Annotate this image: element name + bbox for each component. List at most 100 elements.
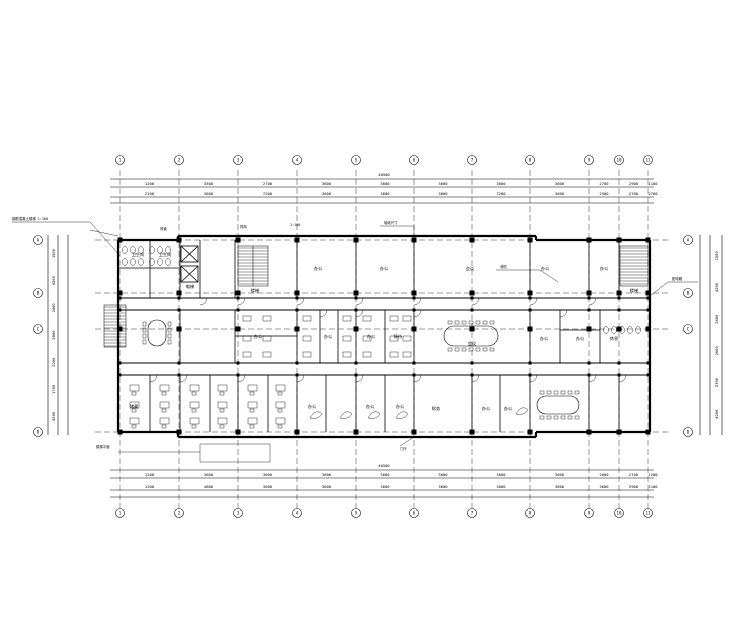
dimension-text: 1500	[714, 251, 719, 261]
dimension-text: 3600	[263, 484, 273, 489]
dimension-text: 2100	[145, 191, 155, 196]
axis-bubble: 6	[409, 508, 419, 518]
dimension-text: 3600	[438, 191, 448, 196]
room-label: 会议	[468, 340, 477, 347]
dimension-text: 3600	[555, 181, 565, 186]
axis-bubble: C	[33, 324, 43, 334]
axis-label: D	[687, 430, 690, 435]
axis-bubble: 5	[351, 508, 361, 518]
axis-label: 2	[178, 511, 181, 516]
dimension-text: 1200	[145, 472, 155, 477]
dimension-text: 2500	[599, 191, 609, 196]
dimension-text: 7200	[496, 191, 506, 196]
dimension-text: 3600	[380, 191, 390, 196]
room-label: 会议	[466, 265, 475, 272]
room-label: 卫生间	[132, 251, 145, 258]
axis-label: 8	[529, 158, 532, 163]
dimension-text: 3600	[380, 181, 390, 186]
dimension-text: 3600	[322, 191, 332, 196]
axis-bubble: B	[33, 288, 43, 298]
axis-label: 1	[119, 158, 122, 163]
dimension-text: 3600	[496, 181, 506, 186]
room-label: 办公	[308, 403, 317, 410]
dimension-text: 1500	[51, 248, 56, 258]
axis-label: 10	[616, 511, 622, 516]
axis-label: 9	[588, 511, 591, 516]
dimension-text: 1100	[648, 484, 658, 489]
axis-label: 9	[588, 158, 591, 163]
axis-label: C	[687, 327, 690, 332]
dimension-text: 3600	[322, 472, 332, 477]
axis-bubble: 4	[292, 508, 302, 518]
axis-bubble: C	[683, 324, 693, 334]
dimension-text: 4200	[714, 282, 719, 292]
axis-label: D	[37, 430, 40, 435]
axis-bubble: 8	[525, 155, 535, 165]
dimension-text: 3600	[380, 472, 390, 477]
room-label: 办公	[396, 403, 405, 410]
dimension-text: 3600	[263, 472, 273, 477]
axis-label: 7	[471, 158, 474, 163]
dimension-text: 7200	[263, 191, 273, 196]
room-label: 办公	[324, 333, 333, 340]
dimension-text: 3500	[204, 181, 214, 186]
axis-label: 6	[413, 158, 416, 163]
annotation-note: 风管	[160, 226, 167, 231]
axis-bubble: A	[33, 235, 43, 245]
dimension-text: 2900	[629, 484, 639, 489]
axis-label: A	[687, 238, 690, 243]
axis-label: 2	[178, 158, 181, 163]
room-label: 办公	[367, 333, 376, 340]
axis-bubble: 5	[351, 155, 361, 165]
dimension-text: 4200	[51, 275, 56, 285]
axis-label: 7	[471, 511, 474, 516]
dimension-text: 3600	[204, 191, 214, 196]
dimension-text: 1200	[145, 484, 155, 489]
axis-bubble: B	[683, 288, 693, 298]
dimension-text: 1200	[648, 472, 658, 477]
dimension-text: 4800	[204, 484, 214, 489]
dimension-text: 2200	[51, 357, 56, 367]
axis-label: 6	[413, 511, 416, 516]
axis-bubble: 7	[467, 508, 477, 518]
axis-bubble: A	[683, 235, 693, 245]
dimension-text: 2700	[648, 191, 658, 196]
room-label: 办公	[482, 405, 491, 412]
axis-bubble: 10	[614, 508, 624, 518]
axis-label: B	[687, 291, 690, 296]
axis-label: 10	[616, 158, 622, 163]
dimension-text: 1200	[145, 181, 155, 186]
axis-bubble: 6	[409, 155, 419, 165]
axis-label: 1	[119, 511, 122, 516]
axis-label: 11	[645, 158, 651, 163]
dimension-text: 1700	[51, 384, 56, 394]
room-label: 楼梯	[630, 287, 638, 294]
axis-bubble: 9	[584, 155, 594, 165]
axis-bubble: 7	[467, 155, 477, 165]
axis-bubble: 3	[233, 155, 243, 165]
dimension-text: 2400	[714, 314, 719, 324]
dimension-text: 3600	[496, 484, 506, 489]
dimension-text: 3600	[438, 181, 448, 186]
dimension-text: 3600	[496, 472, 506, 477]
room-label: 卫生间	[159, 251, 172, 258]
room-label: 办公	[576, 335, 585, 342]
axis-label: 5	[355, 158, 358, 163]
dimension-text: 2700	[599, 181, 609, 186]
room-label: 财务	[432, 405, 441, 412]
dimension-text: 2700	[263, 181, 273, 186]
axis-bubble: 1	[115, 155, 125, 165]
dimension-text: 2600	[599, 472, 609, 477]
room-label: 办公	[504, 405, 513, 412]
room-label: 储藏	[130, 403, 139, 410]
dimension-text: 3600	[322, 181, 332, 186]
room-label: 楼梯	[251, 287, 259, 294]
annotation-note: 排风	[240, 224, 247, 229]
annotation-note: 钢筋混凝土楼梯 1:100	[12, 216, 48, 221]
room-label: 办公	[541, 265, 550, 272]
axis-bubble: 3	[233, 508, 243, 518]
dimension-text: 2700	[629, 191, 639, 196]
axis-bubble: 11	[643, 508, 653, 518]
dimension-text: 4200	[51, 411, 56, 421]
axis-bubble: D	[683, 427, 693, 437]
